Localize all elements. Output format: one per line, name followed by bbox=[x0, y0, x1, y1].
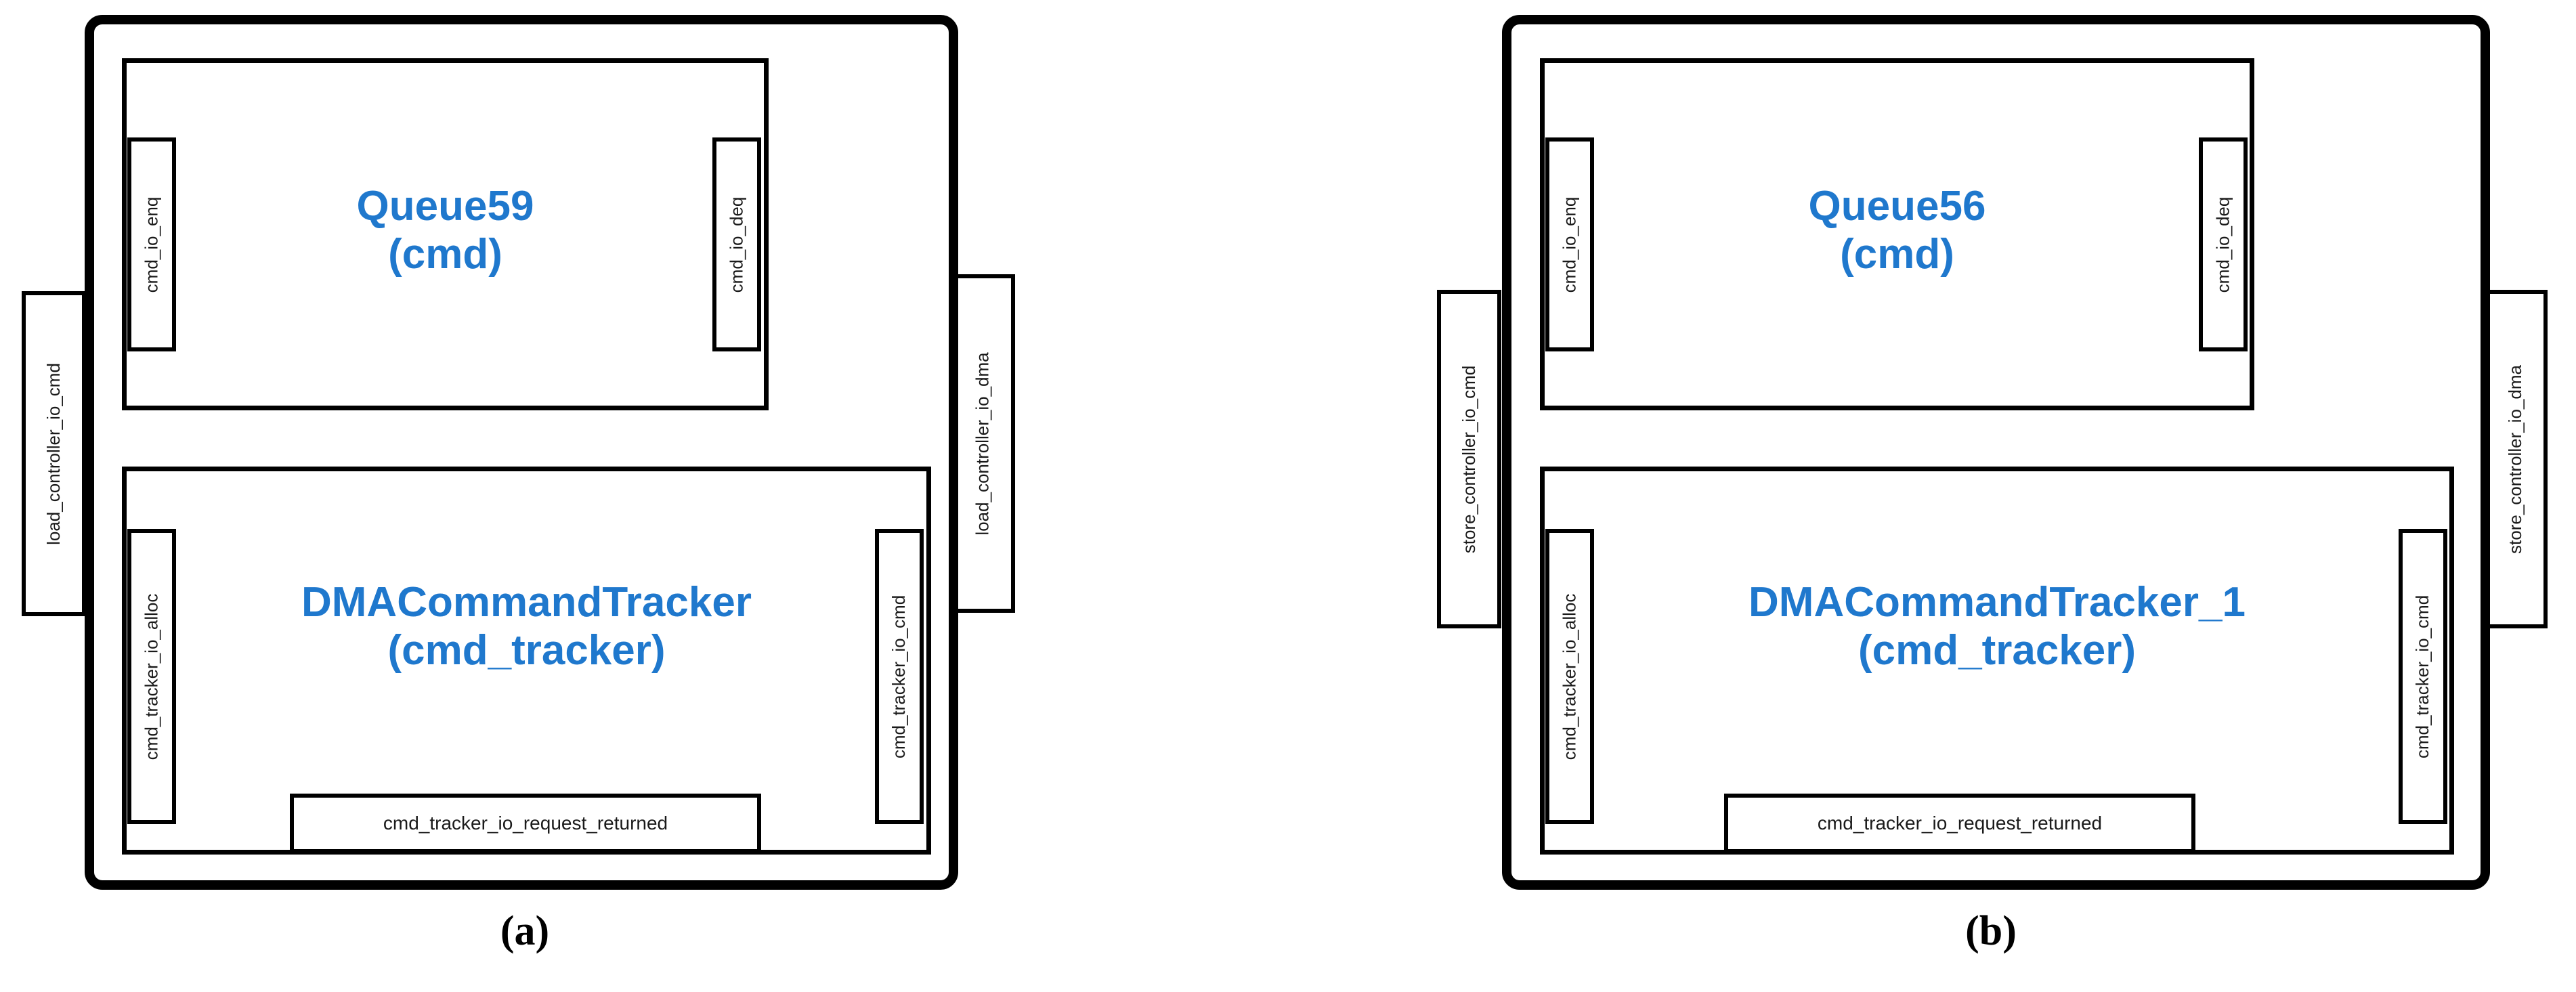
external-port-load-controller-io-dma[interactable]: load_controller_io_dma bbox=[951, 274, 1015, 613]
external-port-load-controller-io-cmd[interactable]: load_controller_io_cmd bbox=[22, 291, 86, 616]
port-label: cmd_tracker_io_cmd bbox=[2412, 595, 2433, 758]
panel-b-caption: (b) bbox=[1903, 907, 2079, 955]
external-port-store-controller-io-cmd[interactable]: store_controller_io_cmd bbox=[1437, 290, 1501, 628]
port-label: cmd_io_enq bbox=[1559, 196, 1580, 293]
port-label: cmd_tracker_io_cmd bbox=[888, 595, 909, 758]
panel-b-port-cmd-io-deq[interactable]: cmd_io_deq bbox=[2199, 137, 2248, 351]
external-port-store-controller-io-dma[interactable]: store_controller_io_dma bbox=[2483, 290, 2548, 628]
panel-a-queue-module[interactable] bbox=[122, 58, 769, 410]
panel-a-port-cmd-tracker-io-alloc[interactable]: cmd_tracker_io_alloc bbox=[127, 529, 176, 824]
panel-a-port-cmd-tracker-io-request-returned[interactable]: cmd_tracker_io_request_returned bbox=[290, 794, 761, 853]
port-label: cmd_tracker_io_request_returned bbox=[1817, 813, 2103, 834]
panel-b-queue-module[interactable] bbox=[1540, 58, 2254, 410]
port-label: cmd_tracker_io_request_returned bbox=[383, 813, 668, 834]
port-label: cmd_tracker_io_alloc bbox=[141, 593, 162, 760]
port-label: cmd_io_enq bbox=[141, 196, 162, 293]
panel-b-port-cmd-io-enq[interactable]: cmd_io_enq bbox=[1545, 137, 1594, 351]
panel-a-caption: (a) bbox=[437, 907, 613, 955]
panel-b-port-cmd-tracker-io-cmd[interactable]: cmd_tracker_io_cmd bbox=[2399, 529, 2447, 824]
port-label: store_controller_io_cmd bbox=[1459, 365, 1479, 553]
port-label: store_controller_io_dma bbox=[2505, 364, 2525, 554]
panel-a-port-cmd-io-enq[interactable]: cmd_io_enq bbox=[127, 137, 176, 351]
panel-a-port-cmd-io-deq[interactable]: cmd_io_deq bbox=[712, 137, 761, 351]
panel-b-tracker-module[interactable] bbox=[1540, 467, 2454, 855]
panel-b-port-cmd-tracker-io-alloc[interactable]: cmd_tracker_io_alloc bbox=[1545, 529, 1594, 824]
port-label: cmd_io_deq bbox=[726, 196, 747, 293]
port-label: cmd_io_deq bbox=[2212, 196, 2233, 293]
panel-a-tracker-module[interactable] bbox=[122, 467, 931, 855]
panel-b-port-cmd-tracker-io-request-returned[interactable]: cmd_tracker_io_request_returned bbox=[1724, 794, 2195, 853]
caption-text: (a) bbox=[500, 908, 550, 954]
caption-text: (b) bbox=[1965, 908, 2017, 954]
port-label: load_controller_io_dma bbox=[972, 351, 993, 536]
port-label: load_controller_io_cmd bbox=[43, 362, 64, 545]
panel-a-port-cmd-tracker-io-cmd[interactable]: cmd_tracker_io_cmd bbox=[875, 529, 924, 824]
port-label: cmd_tracker_io_alloc bbox=[1559, 593, 1580, 760]
